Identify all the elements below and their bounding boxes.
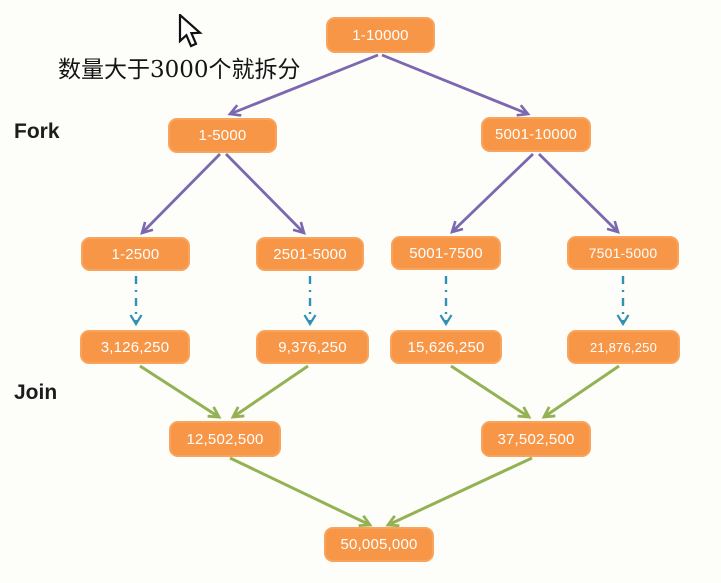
compute-arrows xyxy=(129,276,630,327)
node-label: 50,005,000 xyxy=(340,536,418,553)
node-label: 7501-5000 xyxy=(588,245,658,261)
node-fork2-4: 7501-5000 xyxy=(567,236,679,270)
node-fork1-right: 5001-10000 xyxy=(481,117,591,152)
node-result-1: 3,126,250 xyxy=(80,330,190,364)
cursor-icon xyxy=(178,14,203,48)
join-label: Join xyxy=(14,381,58,404)
node-fork1-left: 1-5000 xyxy=(168,118,277,153)
node-label: 21,876,250 xyxy=(589,339,658,355)
node-label: 2501-5000 xyxy=(273,245,347,263)
node-label: 5001-10000 xyxy=(494,126,578,143)
fork-label: Fork xyxy=(14,120,60,143)
node-result-2: 9,376,250 xyxy=(256,330,369,364)
fork-arrows xyxy=(142,53,618,233)
node-label: 1-5000 xyxy=(198,127,247,144)
node-label: 1-2500 xyxy=(111,245,160,263)
node-label: 5001-7500 xyxy=(409,244,483,262)
node-label: 3,126,250 xyxy=(100,338,170,356)
node-fork2-2: 2501-5000 xyxy=(256,237,364,271)
join-arrows xyxy=(139,364,620,525)
node-total: 50,005,000 xyxy=(324,527,434,562)
node-label: 12,502,500 xyxy=(186,430,264,448)
node-label: 1-10000 xyxy=(352,26,409,44)
node-result-4: 21,876,250 xyxy=(567,330,680,364)
node-root: 1-10000 xyxy=(326,17,435,53)
node-fork2-1: 1-2500 xyxy=(81,237,190,271)
node-join1-left: 12,502,500 xyxy=(169,421,281,457)
node-label: 37,502,500 xyxy=(497,430,575,448)
node-join1-right: 37,502,500 xyxy=(481,421,591,457)
split-rule-annotation: 数量大于3000个就拆分 xyxy=(58,57,301,83)
node-label: 9,376,250 xyxy=(278,338,347,356)
node-label: 15,626,250 xyxy=(407,338,485,356)
node-fork2-3: 5001-7500 xyxy=(391,236,501,270)
node-result-3: 15,626,250 xyxy=(390,330,502,364)
